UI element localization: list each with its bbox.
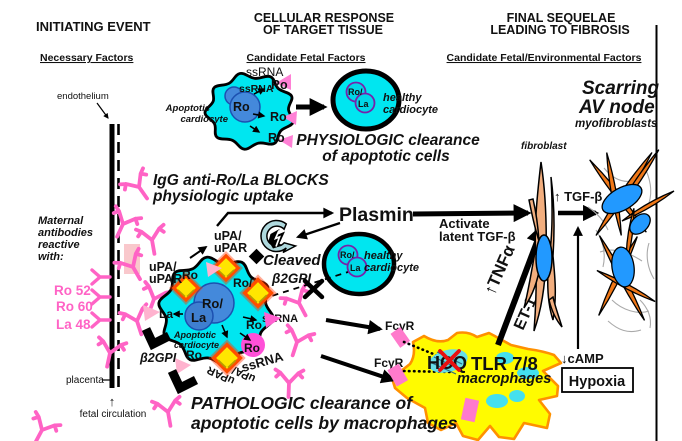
svg-text:macrophages: macrophages [457,371,551,387]
svg-text:FcγR: FcγR [385,319,415,333]
svg-text:Plasmin: Plasmin [339,204,414,226]
svg-text:physiologic uptake: physiologic uptake [152,188,294,205]
svg-text:Ro: Ro [244,341,260,355]
svg-text:endothelium: endothelium [57,91,109,102]
svg-text:Ro: Ro [233,100,250,114]
svg-text:PHYSIOLOGIC clearance: PHYSIOLOGIC clearance [296,132,480,149]
svg-text:uPAR: uPAR [149,272,182,286]
svg-text:uPAR: uPAR [214,241,247,255]
svg-text:AV node: AV node [578,97,655,118]
svg-text:OF TARGET TISSUE: OF TARGET TISSUE [263,23,383,37]
svg-text:of apoptotic cells: of apoptotic cells [322,148,450,165]
svg-text:Ro/: Ro/ [233,276,253,290]
svg-text:latent TGF-β: latent TGF-β [439,229,516,244]
svg-text:apoptotic cells by macrophages: apoptotic cells by macrophages [191,413,458,433]
svg-text:FINAL SEQUELAE: FINAL SEQUELAE [507,11,616,25]
svg-text:Apoptotic: Apoptotic [173,330,216,340]
svg-text:↑: ↑ [109,394,116,409]
svg-text:Necessary Factors: Necessary Factors [40,52,134,64]
svg-text:Maternal: Maternal [38,215,84,227]
svg-text:cardiocyte: cardiocyte [364,262,419,274]
svg-text:fetal circulation: fetal circulation [80,409,147,420]
svg-text:La: La [159,307,173,321]
svg-text:Activate: Activate [439,216,490,231]
svg-text:Ro: Ro [186,348,202,362]
svg-text:fibroblast: fibroblast [521,141,567,152]
svg-text:reactive: reactive [38,239,80,251]
svg-text:Ro: Ro [182,268,198,282]
svg-text:β2GPI: β2GPI [139,351,177,365]
svg-text:cardiocyte: cardiocyte [383,104,438,116]
svg-text:La 48: La 48 [56,317,91,332]
svg-text:Candidate Fetal Factors: Candidate Fetal Factors [246,52,365,64]
svg-text:Ro/: Ro/ [202,296,223,311]
svg-text:cardiocyte: cardiocyte [180,114,228,125]
svg-text:Cleaved: Cleaved [263,252,321,269]
svg-text:Scarring: Scarring [582,78,659,99]
svg-text:healthy: healthy [364,250,403,262]
svg-text:antibodies: antibodies [38,227,93,239]
svg-text:TLR 7/8: TLR 7/8 [471,353,538,374]
svg-text:Ro: Ro [270,110,287,124]
svg-text:IgG anti-Ro/La BLOCKS: IgG anti-Ro/La BLOCKS [153,172,329,189]
svg-text:Ro 60: Ro 60 [56,299,93,314]
svg-text:Apoptotic: Apoptotic [165,103,211,114]
svg-text:↑ TGF-β: ↑ TGF-β [554,189,602,204]
svg-text:healthy: healthy [383,92,422,104]
svg-text:Candidate Fetal/Environmental: Candidate Fetal/Environmental Factors [447,52,642,64]
svg-text:Ro 52: Ro 52 [54,283,91,298]
svg-text:uPA/: uPA/ [214,229,242,243]
svg-text:PATHOLOGIC clearance of: PATHOLOGIC clearance of [191,393,414,413]
svg-text:La: La [350,263,361,273]
svg-text:La: La [191,310,207,325]
svg-text:uPA/: uPA/ [149,260,177,274]
svg-text:LEADING TO FIBROSIS: LEADING TO FIBROSIS [490,23,629,37]
svg-text:Ro: Ro [268,131,285,145]
svg-text:↓cAMP: ↓cAMP [561,351,604,366]
svg-text:La: La [358,99,369,109]
svg-text:myofibroblasts: myofibroblasts [575,118,657,130]
svg-text:with:: with: [38,251,64,263]
svg-text:ssRNA: ssRNA [246,65,283,79]
svg-text:CELLULAR RESPONSE: CELLULAR RESPONSE [254,11,394,25]
svg-text:placenta: placenta [66,375,104,386]
svg-text:Hypoxia: Hypoxia [569,374,626,390]
svg-text:cardiocyte: cardiocyte [174,340,219,350]
svg-text:Ro/: Ro/ [348,87,363,97]
svg-text:β2GPI: β2GPI [271,271,311,286]
svg-text:Ro/: Ro/ [340,250,355,260]
svg-text:INITIATING EVENT: INITIATING EVENT [36,19,151,34]
svg-text:Ro: Ro [271,78,288,92]
svg-text:Ro: Ro [246,318,262,332]
